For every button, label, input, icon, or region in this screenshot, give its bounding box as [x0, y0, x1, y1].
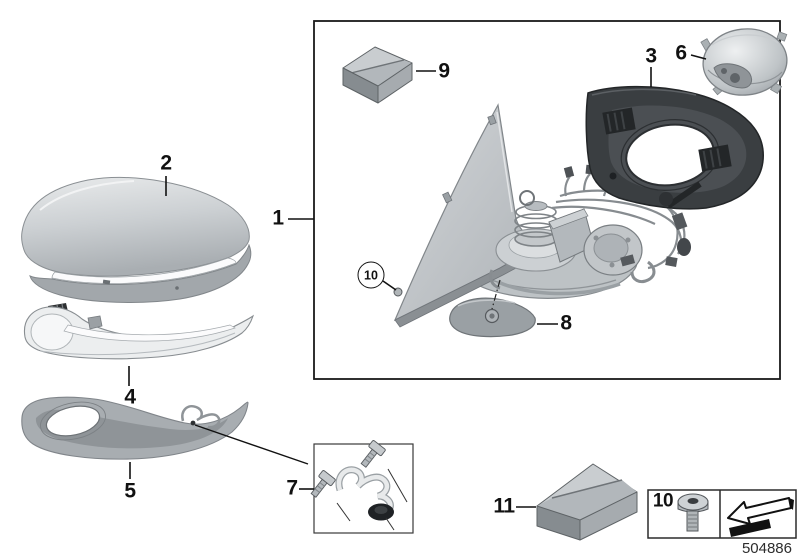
mirror-base-assembly [393, 103, 691, 328]
gasket [449, 279, 536, 338]
frame-clip-right [698, 144, 732, 172]
glass-carrier-frame [585, 85, 764, 210]
part-11-box [536, 463, 638, 541]
part-number: 504886 [741, 540, 792, 557]
cap-chrome-strip [51, 257, 237, 284]
legend-fastener-number: 10 [652, 490, 674, 512]
screw-axis-line [491, 279, 501, 310]
callout-3[interactable]: 3 [645, 44, 657, 68]
callout-10-circled[interactable]: 10 [357, 261, 385, 289]
frame-clip-left [602, 107, 636, 135]
turn-signal-lamp [23, 303, 255, 360]
lower-housing [21, 396, 249, 460]
callout-4[interactable]: 4 [124, 385, 136, 409]
callout-5[interactable]: 5 [124, 479, 136, 503]
legend-table [647, 489, 797, 539]
callout-7[interactable]: 7 [286, 476, 298, 500]
callout-9[interactable]: 9 [438, 59, 450, 83]
assembly-box-border [313, 20, 781, 380]
bracket-kit-box [310, 440, 414, 534]
callout-6[interactable]: 6 [675, 41, 687, 65]
callout-8[interactable]: 8 [560, 311, 572, 335]
housing-wire-clip [181, 405, 221, 429]
mirror-cap [21, 177, 252, 303]
kit-screw-2 [310, 470, 336, 498]
callout-2[interactable]: 2 [160, 151, 172, 175]
callout-11[interactable]: 11 [493, 494, 515, 518]
part-9-box [342, 46, 413, 104]
kit-screw-1 [360, 440, 386, 468]
direction-arrow-icon [727, 497, 794, 537]
callout-leader-lines [128, 54, 707, 508]
callout-1[interactable]: 1 [272, 206, 284, 230]
actuator-dome [700, 28, 788, 96]
hex-bolt-icon [677, 493, 709, 532]
leader-line-clip-to-kit [194, 424, 309, 465]
